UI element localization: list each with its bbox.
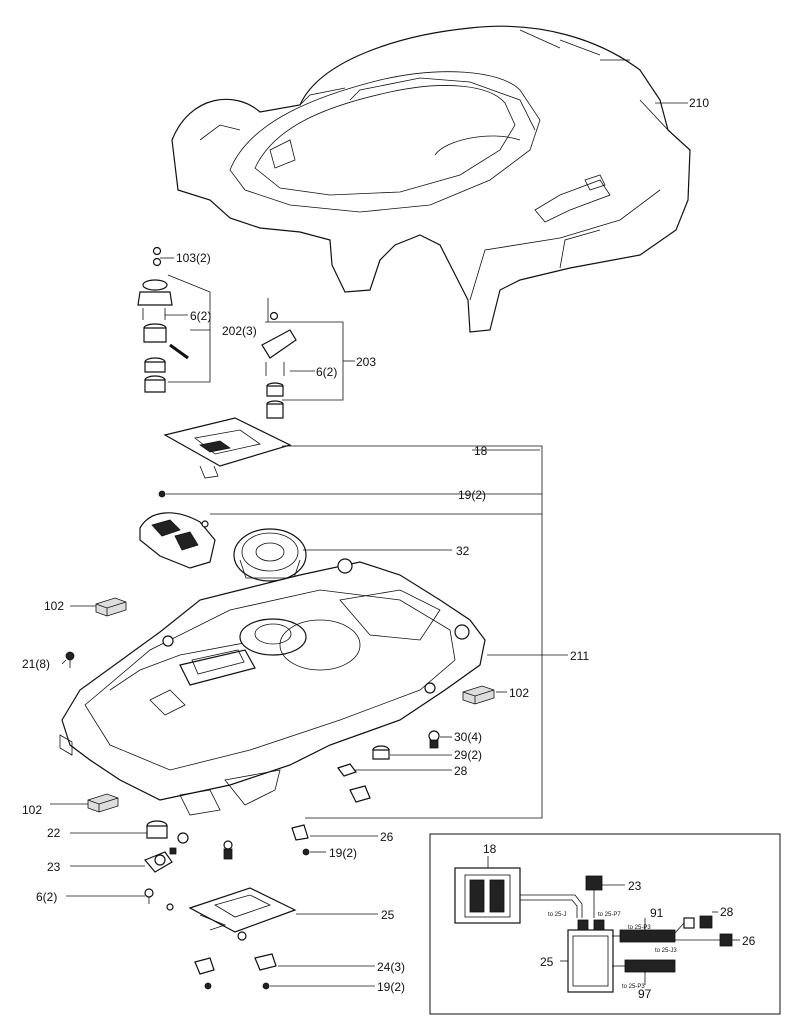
- inset-callout-18: 18: [483, 842, 497, 856]
- sensor-102-b: [462, 685, 495, 705]
- callout-103: 103(2): [176, 251, 211, 265]
- inset-callout-97: 97: [638, 987, 652, 1001]
- callout-102a: 102: [44, 599, 64, 613]
- screw-6c: [144, 888, 174, 911]
- inset-callout-25: 25: [540, 955, 554, 969]
- keypad-cover: [139, 512, 216, 569]
- callout-102b: 102: [509, 686, 529, 700]
- wire-label-3: to 25-P3: [628, 925, 651, 931]
- callout-labels: 210 103(2) 6(2) 202(3) 203 6(2) 18 19(2)…: [22, 96, 756, 1001]
- connector-26: [291, 824, 310, 856]
- callout-32: 32: [456, 544, 470, 558]
- switch-23: [144, 847, 177, 873]
- wire-label-5: to 25-P3: [622, 984, 645, 990]
- sensor-102-a: [95, 597, 127, 617]
- callout-21: 21(8): [22, 657, 50, 671]
- wire-label-2: to 25-P7: [598, 912, 621, 918]
- callout-24: 24(3): [377, 960, 405, 974]
- inset-callout-91: 91: [650, 906, 664, 920]
- callout-29: 29(2): [454, 748, 482, 762]
- wheel-motor-22: [146, 820, 189, 844]
- callout-6c: 6(2): [36, 890, 57, 904]
- callout-25: 25: [381, 908, 395, 922]
- sensor-102-c: [87, 793, 119, 813]
- bumper-29: [372, 745, 390, 760]
- callout-102c: 102: [22, 803, 42, 817]
- screw-21: [65, 651, 75, 668]
- wire-label-4: to 25-J3: [655, 948, 677, 954]
- callout-23: 23: [47, 860, 61, 874]
- wiring-inset: [429, 833, 781, 1015]
- inset-callout-23: 23: [628, 879, 642, 893]
- callout-30: 30(4): [454, 730, 482, 744]
- callout-6a: 6(2): [190, 309, 211, 323]
- callout-6b: 6(2): [316, 365, 337, 379]
- callout-202: 202(3): [222, 324, 257, 338]
- inset-callout-28: 28: [720, 905, 734, 919]
- callout-210: 210: [689, 96, 709, 110]
- screw-19: [158, 490, 166, 498]
- inset-callout-26: 26: [742, 934, 756, 948]
- blade-disc-32: [233, 528, 307, 582]
- callout-19a: 19(2): [458, 488, 486, 502]
- callout-19c: 19(2): [377, 980, 405, 994]
- height-adjust-assembly-203: [261, 311, 297, 419]
- callout-22: 22: [47, 826, 61, 840]
- screw-30: [428, 730, 440, 749]
- callout-28: 28: [454, 764, 468, 778]
- callout-26: 26: [380, 830, 394, 844]
- height-adjust-assembly-202: [137, 246, 189, 393]
- leader-lines: [50, 102, 688, 987]
- callout-19b: 19(2): [329, 846, 357, 860]
- callout-203: 203: [356, 355, 376, 369]
- clips-24: [194, 953, 277, 990]
- sensor-28: [337, 763, 371, 803]
- body-cover-210: [171, 25, 691, 333]
- screw-column: [223, 840, 233, 860]
- callout-211: 211: [570, 649, 589, 663]
- label-plate-18: [163, 417, 292, 479]
- circuit-board-25: [188, 887, 297, 941]
- chassis-211: [59, 558, 486, 816]
- callout-18: 18: [474, 444, 488, 458]
- wire-label-1: to 25-J: [548, 912, 566, 918]
